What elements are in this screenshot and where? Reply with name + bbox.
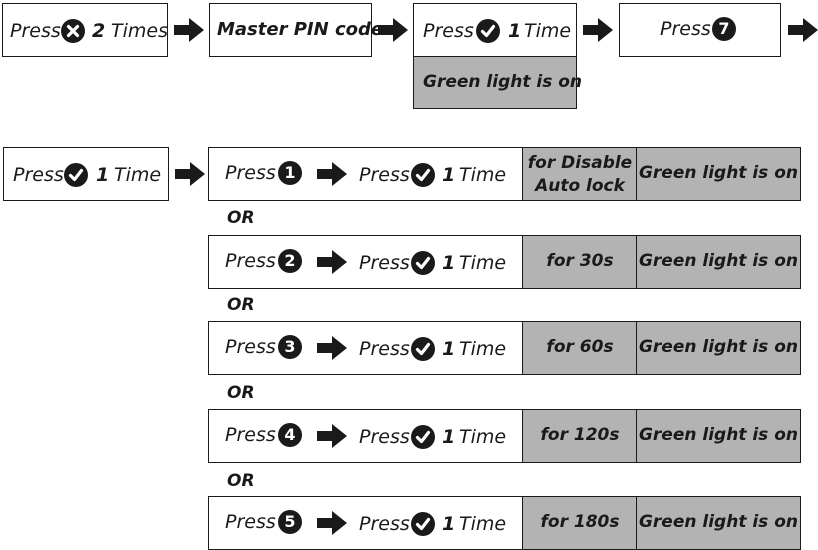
option-unit: Time — [459, 164, 507, 186]
option-result-box: Green light is on — [636, 321, 801, 375]
option-press-label: Press — [225, 424, 276, 446]
check-circle-icon — [411, 337, 435, 361]
check-circle-icon — [411, 163, 435, 187]
step-press-7-box: Press 7 — [619, 3, 781, 57]
arrow-icon — [583, 18, 613, 42]
option-press-label: Press — [225, 162, 276, 184]
option-setting-line1: for Disable — [527, 153, 633, 173]
option-result-label: Green light is on — [638, 425, 799, 445]
arrow-icon — [317, 336, 347, 360]
option-setting-label: for 120s — [540, 425, 620, 445]
option-unit: Time — [459, 513, 507, 535]
key-5-icon: 5 — [278, 510, 302, 534]
option-press-label: Press — [225, 511, 276, 533]
option-unit: Time — [459, 252, 507, 274]
option-unit: Time — [459, 338, 507, 360]
option-setting-box: for 120s — [522, 409, 638, 463]
step-press-check-box: Press 1 Time — [413, 3, 577, 57]
option-result-box: Green light is on — [636, 496, 801, 550]
x-circle-icon — [61, 19, 85, 43]
option-then-press-label: Press — [359, 513, 410, 535]
arrow-icon — [378, 18, 408, 42]
option-result-label: Green light is on — [638, 337, 799, 357]
check-circle-icon — [411, 425, 435, 449]
option-unit: Time — [459, 426, 507, 448]
option-setting-box: for 180s — [522, 496, 638, 550]
option-then-press-label: Press — [359, 164, 410, 186]
option-result-box: Green light is on — [636, 235, 801, 289]
or-label: OR — [227, 471, 255, 491]
check-circle-icon — [411, 251, 435, 275]
step-master-pin-label: Master PIN code — [217, 19, 384, 40]
option-count: 1 — [442, 252, 456, 274]
option-setting-line2: Auto lock — [535, 176, 625, 196]
option-result-box: Green light is on — [636, 147, 801, 201]
step-press-check-unit: Time — [524, 20, 572, 42]
option-then-press-label: Press — [359, 426, 410, 448]
arrow-icon — [317, 162, 347, 186]
step-press-check-count: 1 — [508, 20, 522, 42]
or-label: OR — [227, 383, 255, 403]
option-result-box: Green light is on — [636, 409, 801, 463]
check-circle-icon — [476, 19, 500, 43]
option-then-press-label: Press — [359, 338, 410, 360]
option-press-label: Press — [225, 336, 276, 358]
step-confirm-count: 1 — [96, 164, 110, 186]
option-result-label: Green light is on — [638, 512, 799, 532]
option-press-box: Press 4 Press 1 Time — [208, 409, 524, 463]
step-press-x-count: 2 — [92, 20, 106, 42]
option-setting-label: for 60s — [546, 337, 614, 357]
option-count: 1 — [442, 164, 456, 186]
key-7-icon: 7 — [712, 17, 736, 41]
key-4-icon: 4 — [278, 423, 302, 447]
option-setting-box: for 60s — [522, 321, 638, 375]
step-green-light-label: Green light is on — [423, 72, 583, 92]
option-press-label: Press — [225, 250, 276, 272]
option-result-label: Green light is on — [638, 251, 799, 271]
option-result-label: Green light is on — [638, 163, 799, 183]
arrow-icon — [174, 18, 204, 42]
option-press-box: Press 5 Press 1 Time — [208, 496, 524, 550]
option-then-press-label: Press — [359, 252, 410, 274]
option-count: 1 — [442, 338, 456, 360]
step-confirm-box: Press 1 Time — [3, 147, 169, 201]
check-circle-icon — [411, 512, 435, 536]
key-2-icon: 2 — [278, 249, 302, 273]
step-press-check-label: Press — [423, 20, 474, 42]
option-setting-box: for 30s — [522, 235, 638, 289]
key-1-icon: 1 — [278, 161, 302, 185]
step-press-x-unit: Times — [111, 20, 168, 42]
step-press-x-box: Press 2 Times — [2, 3, 168, 57]
arrow-icon — [788, 18, 818, 42]
key-3-icon: 3 — [278, 335, 302, 359]
option-count: 1 — [442, 426, 456, 448]
option-press-box: Press 2 Press 1 Time — [208, 235, 524, 289]
or-label: OR — [227, 208, 255, 228]
step-confirm-unit: Time — [114, 164, 162, 186]
step-press-7-label: Press — [660, 18, 711, 40]
step-master-pin-box: Master PIN code — [209, 3, 383, 57]
option-setting-label: for 30s — [546, 251, 614, 271]
arrow-icon — [175, 162, 205, 186]
option-press-box: Press 1 Press 1 Time — [208, 147, 524, 201]
option-setting-label: for 180s — [540, 512, 620, 532]
option-press-box: Press 3 Press 1 Time — [208, 321, 524, 375]
step-confirm-label: Press — [13, 164, 64, 186]
check-circle-icon — [64, 163, 88, 187]
or-label: OR — [227, 295, 255, 315]
arrow-icon — [317, 511, 347, 535]
option-setting-box: for Disable Auto lock — [522, 147, 638, 201]
option-count: 1 — [442, 513, 456, 535]
arrow-icon — [317, 424, 347, 448]
arrow-icon — [317, 250, 347, 274]
step-green-light-box: Green light is on — [413, 56, 582, 109]
step-press-x-label: Press — [10, 20, 61, 42]
